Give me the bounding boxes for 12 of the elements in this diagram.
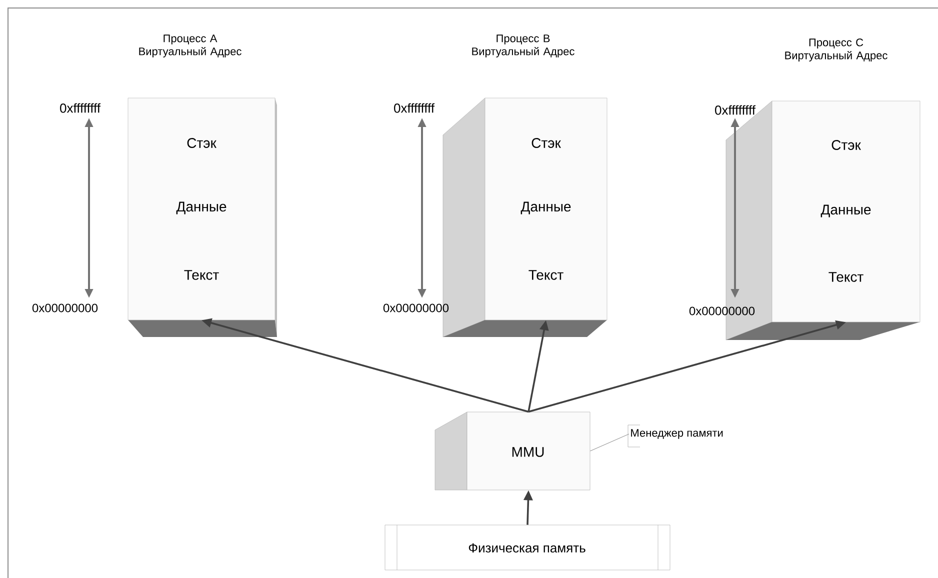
block-heading: Процесс A Виртуальный Адрес <box>139 34 242 58</box>
bar-label: Физическая память <box>468 543 586 553</box>
callout-label: Менеджер памяти <box>628 424 723 448</box>
address-label: 0xffffffff <box>394 103 435 113</box>
address-label: 0xffffffff <box>60 103 101 113</box>
address-label: 0x00000000 <box>32 304 98 312</box>
block-heading: Процесс C Виртуальный Адрес <box>785 38 888 62</box>
block-heading: Процесс B Виртуальный Адрес <box>472 34 574 58</box>
address-label: 0xffffffff <box>715 105 756 115</box>
address-label: 0x00000000 <box>383 304 449 312</box>
leader-line <box>590 434 630 452</box>
address-label: 0x00000000 <box>689 306 755 316</box>
